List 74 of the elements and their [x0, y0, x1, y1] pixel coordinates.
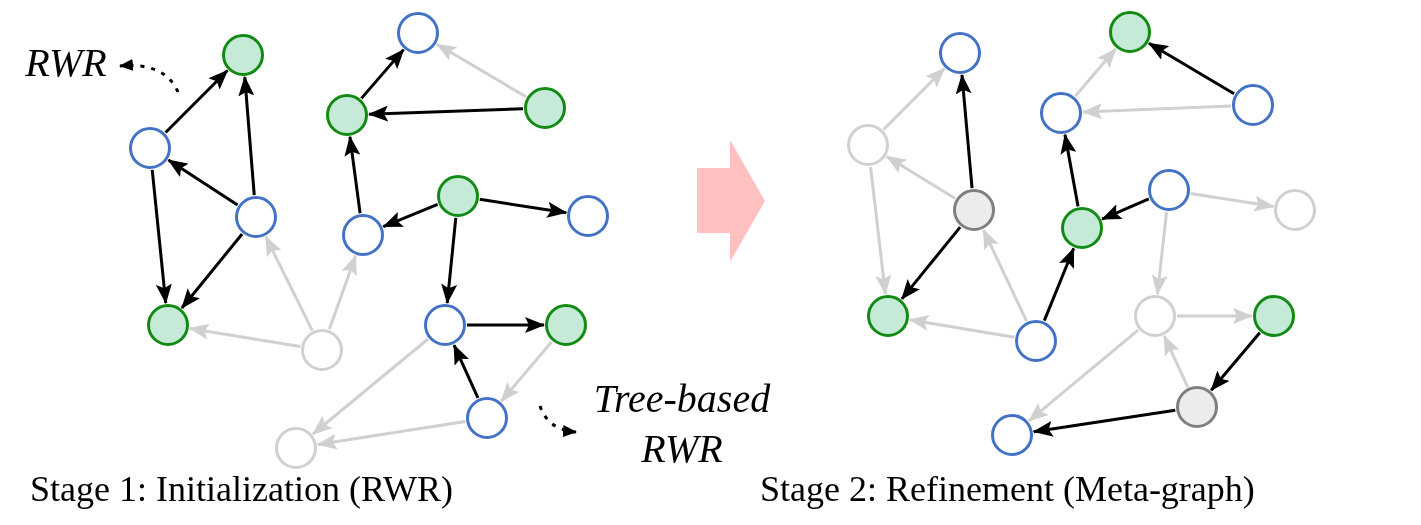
arrow [150, 169, 172, 305]
arrow [368, 105, 524, 122]
arrow [167, 158, 239, 207]
arrow [982, 229, 1028, 322]
arrow [955, 73, 974, 189]
graph-node-circle [437, 175, 479, 217]
arrow [467, 317, 545, 333]
graph-node-circle [397, 12, 439, 54]
arrow [264, 235, 314, 331]
arrow [1032, 408, 1176, 437]
graph-node-circle [939, 32, 981, 74]
dashed-arrow [538, 405, 577, 437]
method-label: RWR [16, 38, 116, 94]
arrow [1082, 103, 1232, 120]
graph-node-circle [1015, 320, 1057, 362]
graph-node-circle [1109, 11, 1151, 53]
arrow [1042, 247, 1076, 322]
dashed-arrow [119, 59, 180, 93]
graph-node-circle [1274, 189, 1316, 231]
stage-caption: Stage 1: Initialization (RWR) [30, 468, 453, 510]
arrow [180, 233, 244, 309]
arrow [1074, 47, 1117, 98]
arrow [188, 323, 301, 348]
arrow [344, 135, 362, 214]
arrow [452, 344, 480, 399]
arrow [479, 197, 568, 218]
graph-node-circle [1134, 295, 1176, 337]
arrow [1027, 328, 1140, 423]
graph-node-circle [326, 94, 368, 136]
arrow [500, 340, 553, 403]
graph-node-circle [953, 189, 995, 231]
arrow [869, 166, 892, 296]
arrow [1148, 41, 1235, 96]
graph-node-circle [991, 414, 1033, 456]
arrow [1210, 331, 1261, 392]
graph-node-circle [222, 34, 264, 76]
graph-node-circle [235, 196, 277, 238]
arrow [900, 226, 962, 300]
graph-node-circle [129, 127, 171, 169]
arrow [164, 69, 229, 134]
graph-node-circle [342, 214, 384, 256]
graph-node-circle [1148, 169, 1190, 211]
arrow [1151, 211, 1169, 296]
arrow [436, 42, 527, 99]
graph-node-circle [1061, 207, 1103, 249]
graph-node-circle [1253, 295, 1295, 337]
arrow [327, 254, 358, 330]
graph-node-circle [1176, 386, 1218, 428]
arrow [382, 202, 439, 229]
arrow [885, 155, 957, 200]
graph-node-circle [301, 329, 343, 371]
graph-node-circle [466, 397, 508, 439]
graph-node-circle [147, 304, 189, 346]
graph-node-circle [867, 295, 909, 337]
graph-node-circle [424, 304, 466, 346]
graph-node-circle [545, 304, 587, 346]
graph-node-circle [275, 427, 317, 469]
arrow [360, 48, 405, 100]
arrow [441, 217, 458, 305]
graph-node-circle [1040, 92, 1082, 134]
arrow [1162, 335, 1190, 388]
arrow [1101, 197, 1150, 221]
arrow [908, 314, 1015, 339]
arrow [882, 67, 946, 131]
arrow [1060, 133, 1080, 207]
arrow [238, 75, 256, 196]
graph-node-circle [847, 124, 889, 166]
arrow [1177, 308, 1253, 324]
graph-node-circle [1232, 84, 1274, 126]
graph-node-circle [567, 195, 609, 237]
graph-node-circle [524, 87, 566, 129]
arrow [1190, 191, 1275, 212]
arrow [312, 337, 429, 436]
arrow [316, 419, 466, 450]
